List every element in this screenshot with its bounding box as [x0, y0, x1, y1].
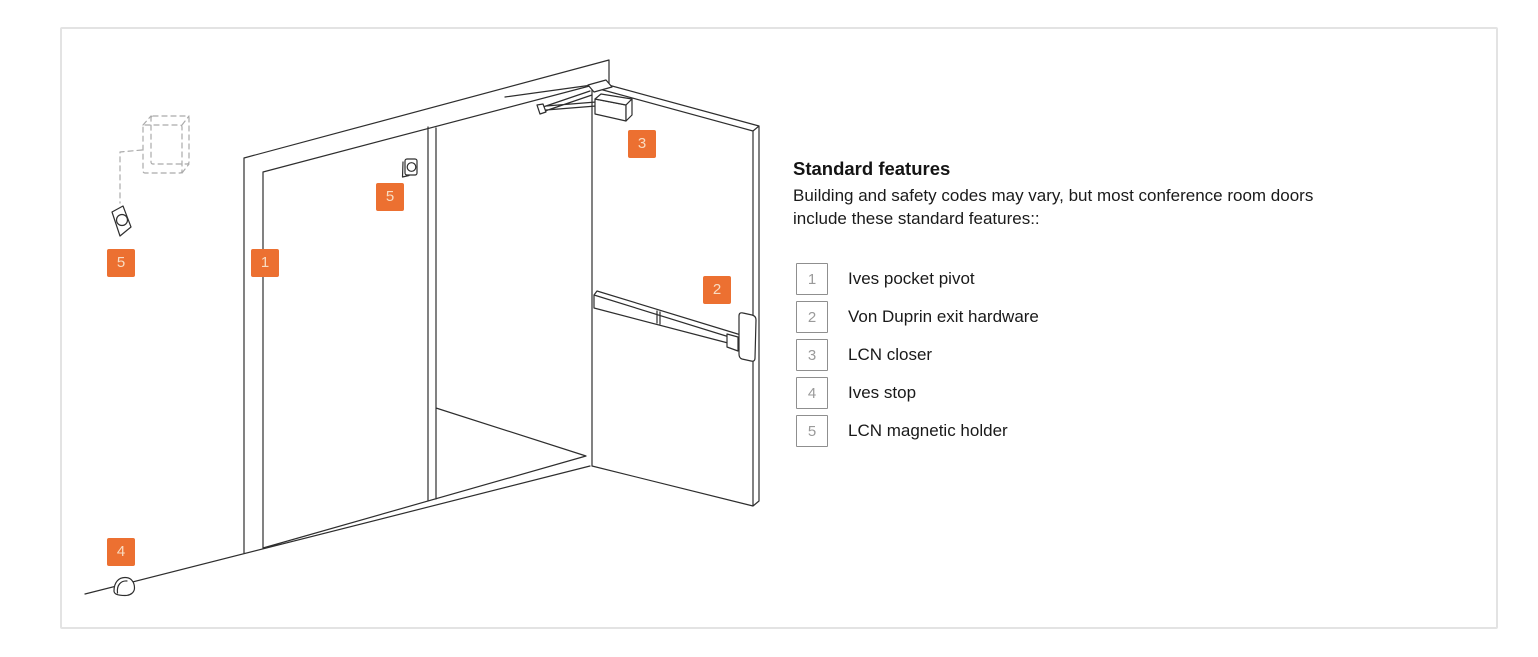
legend-item-closer: 3 LCN closer	[796, 339, 1039, 371]
magnetic-holder-plate-icon	[401, 158, 418, 178]
diagram-badge-5-wall-holder: 5	[107, 249, 135, 277]
von-duprin-exit-hardware-icon	[593, 290, 757, 362]
wall-magnetic-holder-icon	[119, 115, 190, 204]
legend-item-label: Ives stop	[848, 383, 917, 402]
diagram-badge-1-pocket-pivot: 1	[251, 249, 279, 277]
legend-item-stop: 4 Ives stop	[796, 377, 1039, 409]
legend-item-pocket-pivot: 1 Ives pocket pivot	[796, 263, 1039, 295]
legend-description-line-1: Building and safety codes may vary, but …	[793, 186, 1314, 205]
legend-number-box: 1	[796, 263, 828, 295]
legend-item-exit-hardware: 2 Von Duprin exit hardware	[796, 301, 1039, 333]
legend-description: Building and safety codes may vary, but …	[793, 185, 1313, 230]
legend-number-box: 3	[796, 339, 828, 371]
legend-item-label: LCN closer	[848, 345, 933, 364]
diagram-badge-3-closer: 3	[628, 130, 656, 158]
canvas-border	[60, 27, 1498, 629]
legend-number-box: 5	[796, 415, 828, 447]
legend-description-line-2: include these standard features::	[793, 208, 1040, 228]
lcn-closer-icon	[504, 79, 633, 122]
legend-list: 1 Ives pocket pivot 2 Von Duprin exit ha…	[796, 263, 1039, 447]
legend-item-label: Von Duprin exit hardware	[848, 307, 1039, 326]
legend-item-label: Ives pocket pivot	[848, 269, 975, 288]
wall-magnet-device-icon	[111, 205, 132, 237]
diagram-badge-4-stop: 4	[107, 538, 135, 566]
open-door-lines	[591, 82, 760, 507]
diagram-badge-2-exit-hardware: 2	[703, 276, 731, 304]
floor-stop-icon	[113, 576, 136, 597]
legend-title: Standard features	[793, 158, 951, 179]
legend-number-box: 4	[796, 377, 828, 409]
legend-number-box: 2	[796, 301, 828, 333]
door-frame-lines	[84, 59, 610, 595]
legend-item-label: LCN magnetic holder	[848, 421, 1008, 440]
legend-item-magnetic-holder: 5 LCN magnetic holder	[796, 415, 1039, 447]
diagram-badge-5-door-holder: 5	[376, 183, 404, 211]
